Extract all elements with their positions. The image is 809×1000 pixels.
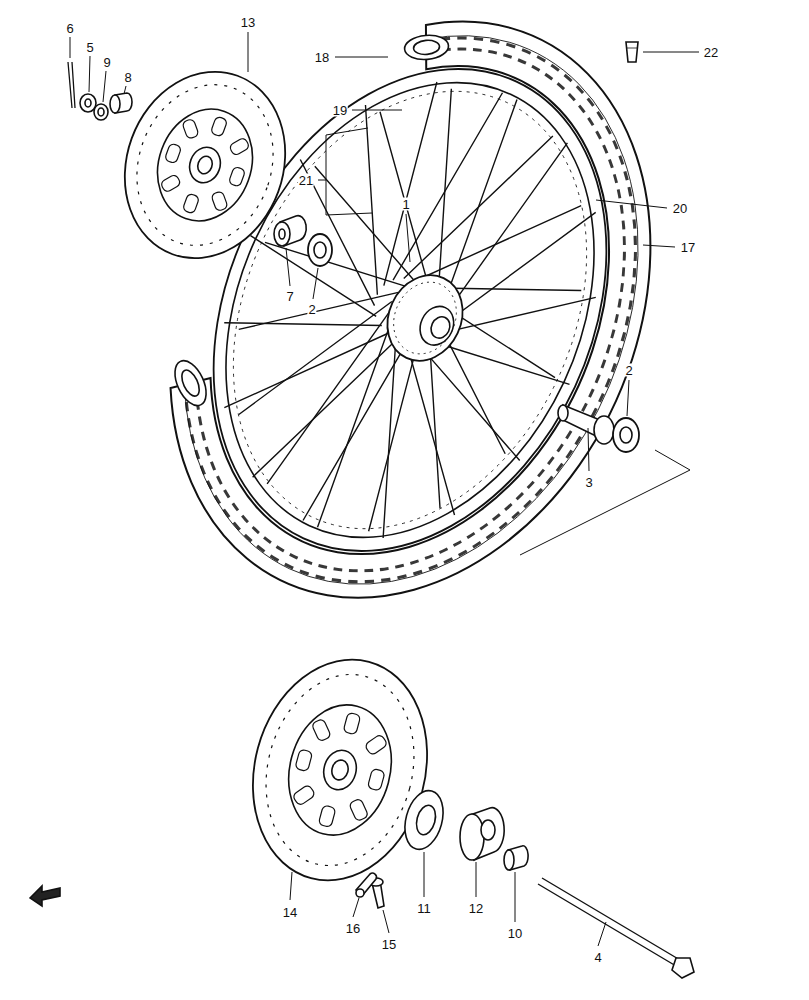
callout-number: 14 (282, 906, 298, 919)
callout-number: 12 (468, 902, 484, 915)
callout-number: 16 (345, 922, 361, 935)
callout-number: 3 (584, 476, 593, 489)
callout-number: 20 (672, 202, 688, 215)
callout-number: 13 (240, 16, 256, 29)
callout-number: 1 (401, 198, 410, 211)
callout-number: 6 (65, 22, 74, 35)
callout-number: 10 (507, 927, 523, 940)
callout-number: 2 (624, 364, 633, 377)
callout-number: 7 (285, 290, 294, 303)
callout-number: 22 (703, 46, 719, 59)
callout-number: 17 (680, 241, 696, 254)
callout-number: 18 (314, 51, 330, 64)
callout-number: 9 (102, 56, 111, 69)
callout-number: 5 (85, 41, 94, 54)
callout-number: 8 (123, 71, 132, 84)
callout-number: 2 (307, 303, 316, 316)
callout-number: 15 (381, 938, 397, 951)
callout-number: 19 (332, 104, 348, 117)
callout-number: 11 (416, 902, 432, 915)
callout-number: 4 (593, 951, 602, 964)
callout-number: 21 (298, 174, 314, 187)
